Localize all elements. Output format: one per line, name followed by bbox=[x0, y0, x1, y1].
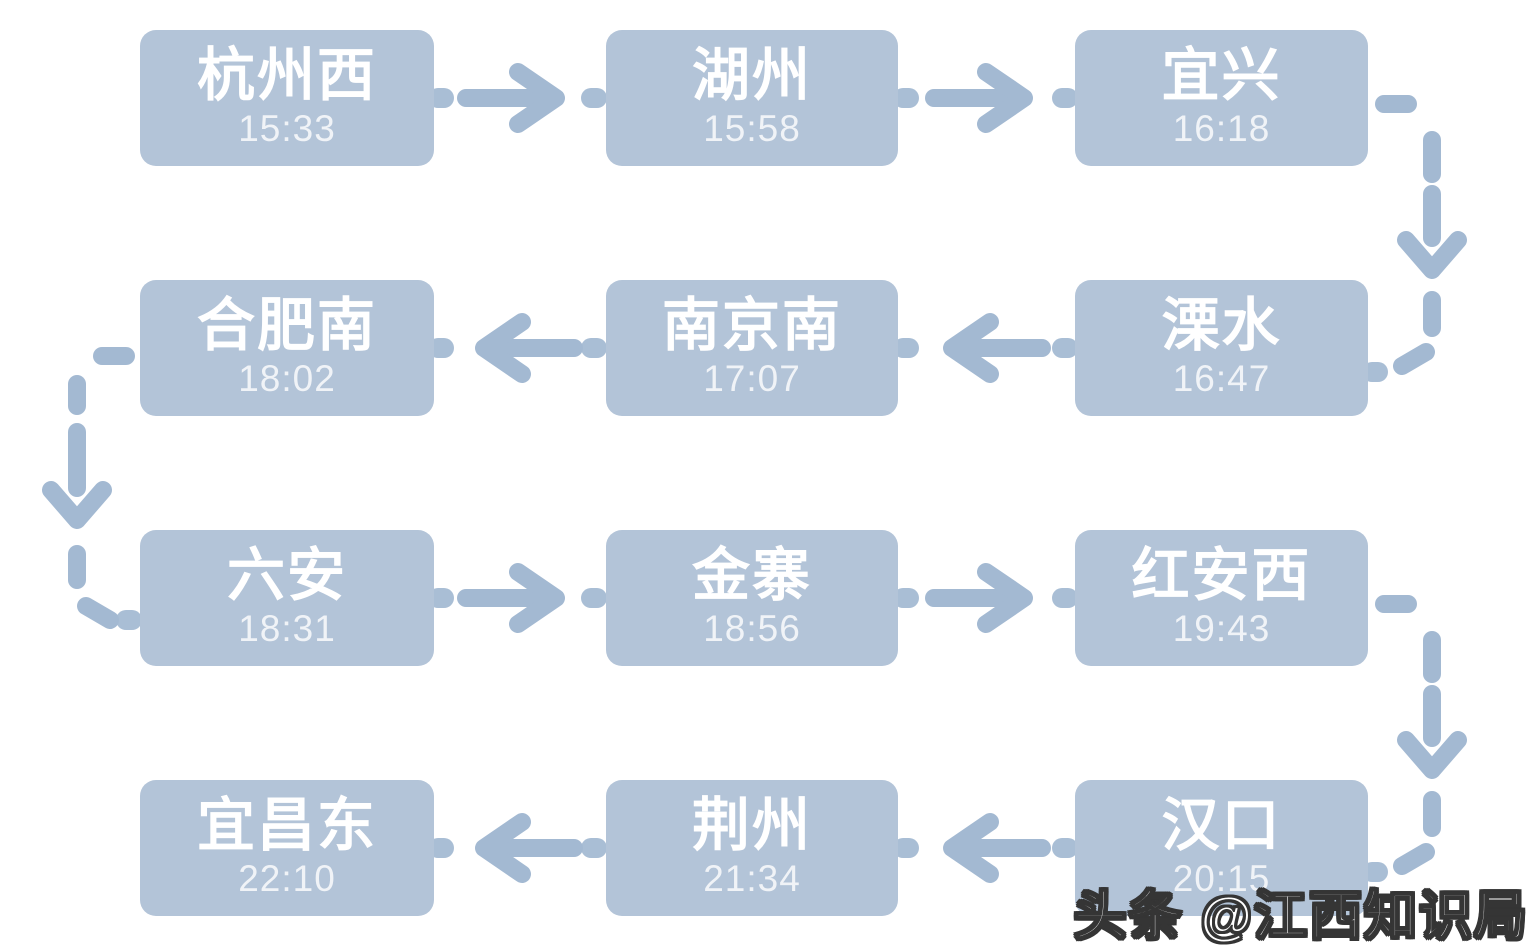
arrow-down-icon bbox=[42, 423, 112, 529]
arrow-left-icon bbox=[475, 813, 583, 883]
station-jingzhou: 荆州 21:34 bbox=[606, 780, 898, 916]
station-time: 15:58 bbox=[703, 107, 801, 149]
station-yixing: 宜兴 16:18 bbox=[1075, 30, 1368, 166]
station-time: 15:33 bbox=[238, 107, 336, 149]
station-time: 21:34 bbox=[703, 857, 801, 899]
station-luan: 六安 18:31 bbox=[140, 530, 434, 666]
station-jinzhai: 金寨 18:56 bbox=[606, 530, 898, 666]
station-name: 合肥南 bbox=[196, 292, 377, 358]
arrow-right-icon bbox=[457, 63, 565, 133]
station-name: 六安 bbox=[226, 542, 347, 608]
station-time: 18:31 bbox=[238, 607, 336, 649]
station-hefeinan: 合肥南 18:02 bbox=[140, 280, 434, 416]
station-name: 湖州 bbox=[691, 42, 812, 108]
station-time: 20:15 bbox=[1172, 857, 1271, 899]
station-honganxi: 红安西 19:43 bbox=[1075, 530, 1368, 666]
arrow-left-icon bbox=[943, 313, 1051, 383]
station-name: 宜兴 bbox=[1161, 42, 1282, 108]
station-hankou: 汉口 20:15 bbox=[1075, 780, 1368, 916]
station-time: 18:02 bbox=[238, 357, 336, 399]
station-name: 汉口 bbox=[1161, 792, 1282, 858]
arrow-left-icon bbox=[475, 313, 583, 383]
dashed-down-connector bbox=[42, 347, 135, 629]
station-name: 溧水 bbox=[1161, 292, 1282, 358]
station-time: 22:10 bbox=[238, 857, 336, 899]
station-time: 19:43 bbox=[1172, 607, 1271, 649]
arrow-right-icon bbox=[925, 63, 1033, 133]
station-name: 杭州西 bbox=[196, 42, 377, 108]
station-huzhou: 湖州 15:58 bbox=[606, 30, 898, 166]
arrow-right-icon bbox=[925, 563, 1033, 633]
station-name: 南京南 bbox=[661, 292, 842, 358]
arrow-down-icon bbox=[1397, 685, 1467, 779]
station-name: 宜昌东 bbox=[196, 792, 377, 858]
box-stub-connectors bbox=[116, 88, 1388, 882]
dashed-down-connector bbox=[1375, 95, 1467, 375]
station-hangzhouxi: 杭州西 15:33 bbox=[140, 30, 434, 166]
station-nanjingnan: 南京南 17:07 bbox=[606, 280, 898, 416]
station-time: 16:47 bbox=[1172, 357, 1271, 399]
watermark: 头条 @江西知识局 bbox=[1073, 886, 1529, 947]
station-name: 金寨 bbox=[691, 542, 812, 608]
station-name: 荆州 bbox=[691, 792, 812, 858]
station-time: 16:18 bbox=[1172, 107, 1271, 149]
arrow-left-icon bbox=[943, 813, 1051, 883]
station-yichangdong: 宜昌东 22:10 bbox=[140, 780, 434, 916]
station-lishui: 溧水 16:47 bbox=[1075, 280, 1368, 416]
arrow-right-icon bbox=[457, 563, 565, 633]
station-name: 红安西 bbox=[1131, 542, 1312, 608]
arrow-down-icon bbox=[1397, 185, 1467, 279]
station-time: 18:56 bbox=[703, 607, 801, 649]
station-time: 17:07 bbox=[703, 357, 801, 399]
dashed-down-connector bbox=[1375, 595, 1467, 875]
